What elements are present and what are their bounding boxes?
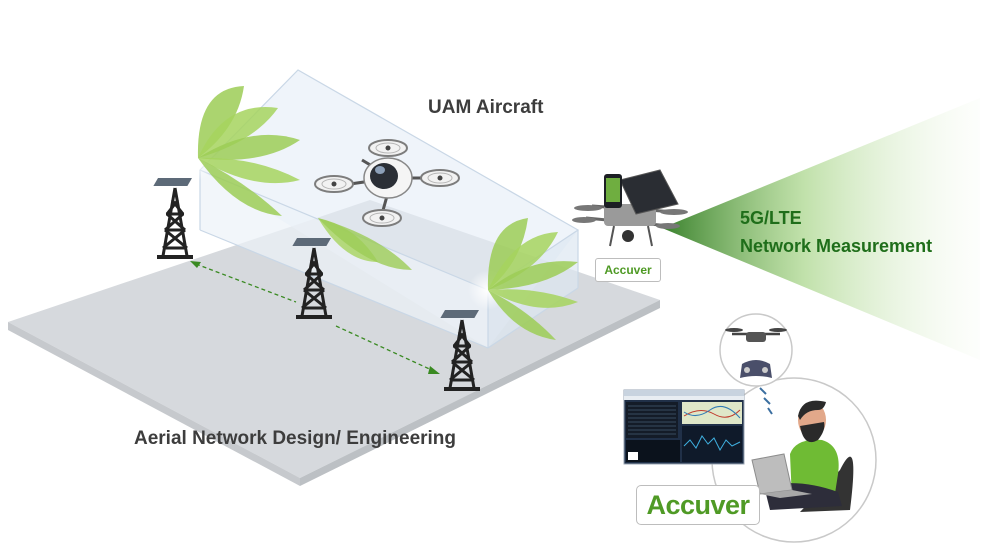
ground-platform-edge [8, 322, 300, 486]
link-dashed-arrow [195, 263, 297, 303]
measurement-drone-icon [572, 204, 688, 247]
accuver-logo-small: Accuver [595, 258, 661, 282]
laptop-icon [751, 453, 812, 498]
remote-controller-icon [719, 313, 793, 387]
accuver-logo-large: Accuver [636, 485, 760, 525]
network-measurement-line1: 5G/LTE [740, 208, 802, 228]
network-measurement-line2: Network Measurement [740, 236, 933, 256]
smartphone-icon [604, 174, 622, 208]
network-measurement-label: 5G/LTE Network Measurement [740, 204, 932, 260]
operator-icon [764, 400, 854, 512]
measurement-software-screenshot [623, 389, 745, 465]
antenna-beam-right [468, 218, 578, 340]
antenna-beam-left [176, 86, 300, 216]
aerial-network-design-label: Aerial Network Design/ Engineering [134, 428, 457, 449]
measurement-beam [662, 98, 980, 360]
antenna-beam-middle [318, 218, 412, 270]
cell-tower-icon [151, 176, 195, 261]
uam-drone-icon [314, 139, 460, 227]
uam-aircraft-label: UAM Aircraft [428, 97, 544, 118]
tablet-icon [619, 169, 679, 215]
